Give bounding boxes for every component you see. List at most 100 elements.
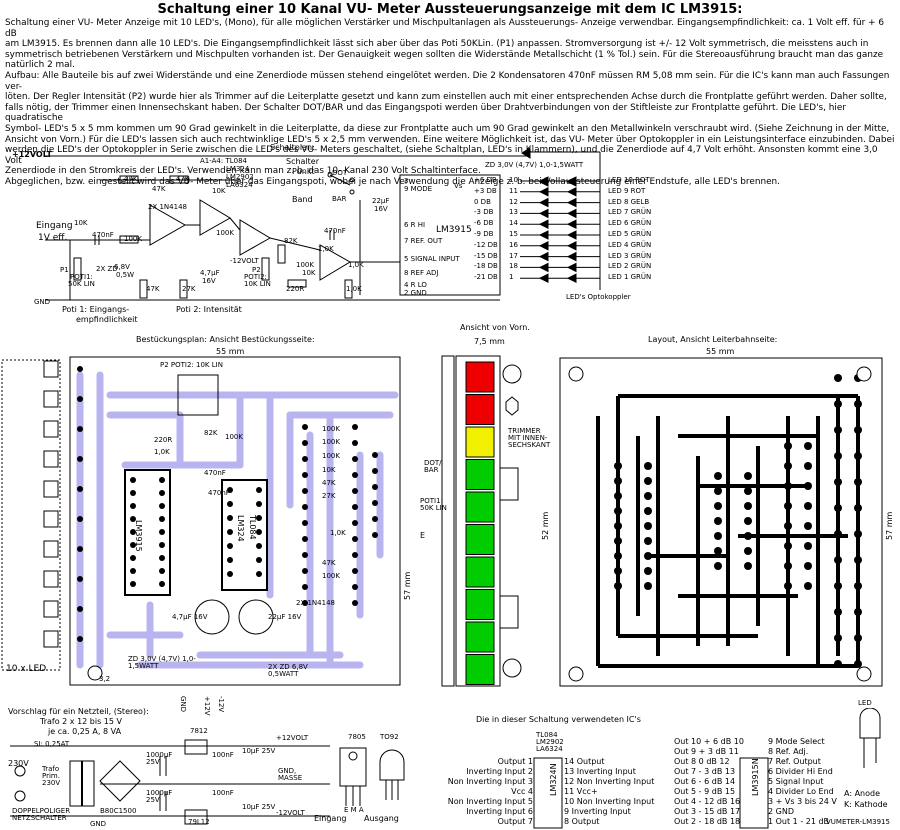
led-footprint bbox=[43, 360, 59, 378]
chip1-pin-right: 13 Inverting Input bbox=[564, 767, 636, 776]
pcb-pad bbox=[77, 486, 83, 492]
assembly-part: 220R bbox=[154, 436, 173, 444]
layout-height1: 52 mm bbox=[541, 511, 550, 540]
intro-text: Schaltung einer VU- Meter Anzeige mit 10… bbox=[5, 18, 895, 187]
pcb-pad bbox=[372, 452, 378, 458]
led-symbol bbox=[859, 708, 881, 768]
psu-diagram bbox=[10, 739, 330, 825]
schematic-part: 2X 1N4148 bbox=[148, 203, 187, 211]
led-pin-number: 15 bbox=[509, 230, 518, 238]
pcb-pad bbox=[256, 529, 262, 535]
assembly-board bbox=[1, 356, 401, 686]
schematic-part: 10K bbox=[302, 269, 316, 277]
front-led-green bbox=[465, 459, 495, 490]
layout-width: 55 mm bbox=[706, 347, 735, 356]
chip2-pin-left: Out 9 + 3 dB 11 bbox=[674, 747, 739, 756]
front-led-green bbox=[465, 524, 495, 555]
led-footprint bbox=[43, 540, 59, 558]
assembly-ic1: LM3915 bbox=[134, 520, 143, 552]
bar-label: BAR bbox=[332, 195, 347, 203]
schematic-part: 6,8V bbox=[114, 263, 130, 271]
pcb-pad bbox=[77, 396, 83, 402]
copper-pad bbox=[854, 452, 862, 460]
led-pin-number: 14 bbox=[509, 219, 518, 228]
copper-pad bbox=[644, 567, 652, 575]
led-pin-led: LED 10 ROT bbox=[608, 176, 650, 184]
assembly-part: 1,0K bbox=[330, 529, 346, 537]
input-label-2: 1V eff. bbox=[38, 233, 68, 243]
schematic-part: 47K bbox=[152, 185, 166, 193]
led-pin-db: -9 DB bbox=[474, 230, 494, 238]
led-pin-led: LED 8 GELB bbox=[608, 197, 650, 206]
led-footprint bbox=[43, 420, 59, 438]
led-footprint bbox=[43, 510, 59, 528]
copper-pad bbox=[804, 482, 812, 490]
led-pin-db: -15 DB bbox=[474, 251, 498, 260]
ic-pin-label: 9 MODE bbox=[404, 185, 433, 193]
chip1-pin-right: 14 Output bbox=[564, 757, 605, 766]
psu-trafo1: Trafo 2 x 12 bis 15 V bbox=[40, 717, 122, 726]
front-led-green bbox=[465, 491, 495, 523]
copper-pad bbox=[784, 542, 792, 550]
pcb-pad bbox=[77, 426, 83, 432]
copper-pad bbox=[804, 562, 812, 570]
pcb-pad bbox=[159, 490, 165, 496]
schematic-part: 22µF bbox=[372, 197, 390, 205]
copper-pad bbox=[614, 507, 622, 515]
copper-pad bbox=[834, 634, 842, 642]
ic-list-b: LM324 bbox=[226, 165, 250, 173]
front-led-red bbox=[465, 361, 495, 393]
schematic-part: 27K bbox=[182, 285, 196, 293]
assembly-zd: ZD 3,0V (4,7V) 1,0-1,5WATT bbox=[128, 655, 196, 670]
assembly-ic2: LM324 bbox=[236, 515, 245, 542]
led-pin-number: 12 bbox=[509, 197, 518, 206]
assembly-part: 47K bbox=[322, 559, 336, 567]
ic-bodies bbox=[533, 757, 769, 829]
chip2-pin-right: 4 Divider Lo End bbox=[768, 787, 834, 796]
copper-pad bbox=[744, 562, 752, 570]
pcb-pad bbox=[227, 543, 233, 549]
psu-switch: DOPPELPOLIGER NETZSCHALTER bbox=[12, 807, 71, 822]
pcb-pad bbox=[130, 542, 136, 548]
schematic-part: 16V bbox=[374, 205, 388, 213]
pcb-pad bbox=[352, 536, 358, 542]
front-view bbox=[441, 355, 522, 687]
chip1-pin-left: Output 7 bbox=[497, 817, 533, 826]
copper-pad bbox=[804, 442, 812, 450]
copper-pad bbox=[614, 567, 622, 575]
copper-pad bbox=[744, 532, 752, 540]
pcb-pad bbox=[159, 516, 165, 522]
psu-cap: 10µF 25V bbox=[242, 747, 276, 755]
pcb-pad bbox=[352, 472, 358, 478]
copper-pad bbox=[714, 547, 722, 555]
copper-pad bbox=[614, 537, 622, 545]
assembly-e: E bbox=[420, 531, 426, 540]
led-pin-db: -3 DB bbox=[474, 208, 494, 217]
pcb-pad bbox=[159, 542, 165, 548]
copper-pad bbox=[834, 582, 842, 590]
chip1-pin-left: Vcc 4 bbox=[511, 787, 533, 796]
led-pin-db: -6 DB bbox=[474, 219, 494, 228]
copper-pad bbox=[804, 542, 812, 550]
pcb-pad bbox=[130, 529, 136, 535]
pcb-pad bbox=[256, 571, 262, 577]
copper-pad bbox=[744, 502, 752, 510]
chip2-pin-left: Out 2 - 18 dB 18 bbox=[674, 817, 741, 826]
front-led-green bbox=[465, 589, 495, 620]
chip1-pin-left: Inverting Input 2 bbox=[466, 767, 533, 776]
copper-pad bbox=[834, 530, 842, 538]
schematic-part: 47K bbox=[124, 175, 138, 183]
copper-pad bbox=[784, 522, 792, 530]
led-pin-number: 10 bbox=[509, 176, 518, 184]
copper-pad bbox=[834, 400, 842, 408]
copper-pad bbox=[614, 582, 622, 590]
led-pin-db: 0 DB bbox=[474, 197, 491, 206]
psu-bridge: B80C1500 bbox=[100, 807, 137, 815]
psu-trafo2: je ca. 0,25 A, 8 VA bbox=[48, 727, 122, 736]
chip2-pin-left: Out 4 - 12 dB 16 bbox=[674, 797, 741, 806]
schematic-part: 82K bbox=[284, 237, 298, 245]
copper-pad bbox=[784, 462, 792, 470]
assembly-part: 100K bbox=[225, 433, 243, 441]
led-footprint bbox=[43, 570, 59, 588]
pcb-pad bbox=[77, 546, 83, 552]
